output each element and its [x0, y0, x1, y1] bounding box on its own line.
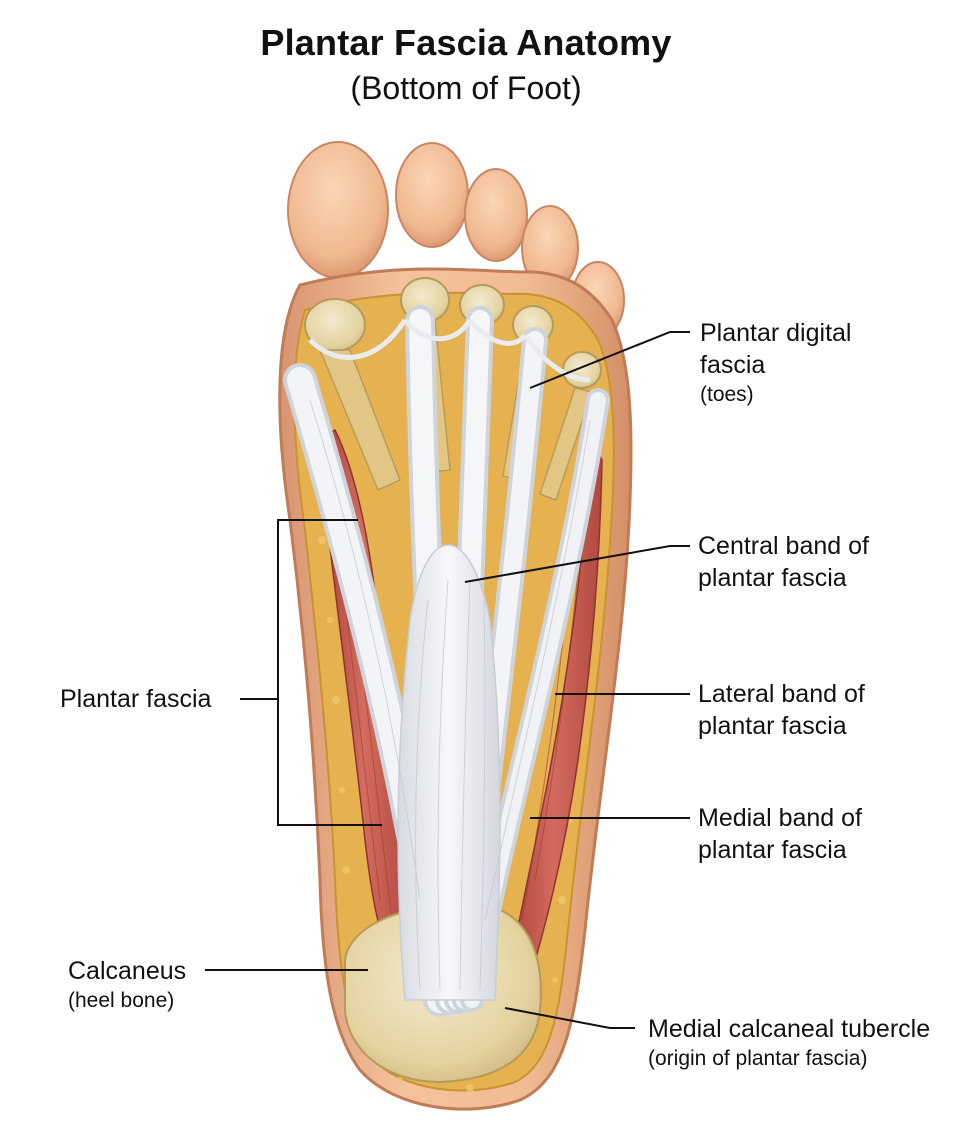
digital-fascia-loops [308, 318, 591, 383]
label-calcaneus-line1: Calcaneus [68, 957, 187, 985]
leader-central-band [464, 545, 690, 583]
label-lateral-band-line2: plantar fascia [698, 712, 847, 740]
label-plantar-digital-line1: Plantar digital [700, 319, 852, 347]
label-lateral-band: Lateral band of plantar fascia [698, 678, 865, 742]
label-medial-tubercle-line1: Medial calcaneal tubercle [648, 1015, 931, 1043]
second-toe [395, 142, 469, 248]
diagram-title: Plantar Fascia Anatomy [260, 22, 672, 63]
label-plantar-fascia-line1: Plantar fascia [60, 685, 212, 713]
label-lateral-band-line1: Lateral band of [698, 680, 865, 708]
label-calcaneus: Calcaneus (heel bone) [68, 955, 186, 1015]
label-plantar-digital-line2: fascia [700, 351, 766, 379]
label-plantar-digital-fascia: Plantar digital fascia (toes) [700, 317, 851, 409]
label-plantar-digital-note: (toes) [700, 383, 754, 406]
label-calcaneus-note: (heel bone) [68, 989, 175, 1012]
toes [287, 141, 625, 339]
leader-medial-tubercle [504, 1007, 635, 1029]
fascia-fibers [309, 399, 591, 991]
label-medial-band: Medial band of plantar fascia [698, 802, 862, 866]
leader-plantar-digital [529, 331, 690, 389]
diagram-subtitle: (Bottom of Foot) [350, 70, 582, 106]
label-medial-band-line2: plantar fascia [698, 836, 847, 864]
label-central-band-line1: Central band of [698, 532, 869, 560]
label-central-band: Central band of plantar fascia [698, 530, 869, 594]
third-toe [464, 168, 528, 262]
label-medial-calcaneal-tubercle: Medial calcaneal tubercle (origin of pla… [648, 1013, 930, 1073]
label-medial-band-line1: Medial band of [698, 804, 863, 832]
plantar-fascia-bracket [277, 519, 382, 826]
big-toe [287, 141, 389, 279]
leader-lines [205, 331, 690, 1029]
label-medial-tubercle-note: (origin of plantar fascia) [648, 1047, 868, 1070]
label-central-band-line2: plantar fascia [698, 564, 847, 592]
label-plantar-fascia: Plantar fascia [60, 683, 211, 715]
fascia-central-bundle [397, 544, 501, 1001]
